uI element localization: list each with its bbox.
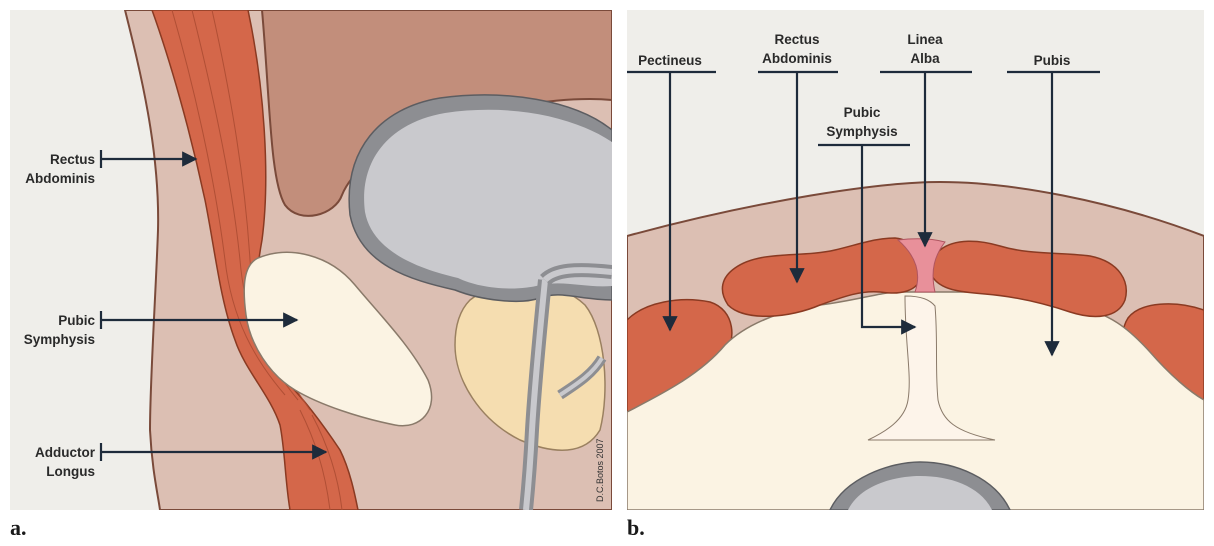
label-adductor-longus-1: Adductor — [35, 445, 96, 460]
label-pubic-symphysis-a-2: Symphysis — [24, 332, 95, 347]
artist-credit: D.C.Botos 2007 — [595, 438, 605, 502]
panel-b: Pectineus Rectus Abdominis Linea Alba Pu… — [625, 10, 1204, 510]
label-linea-alba-1: Linea — [907, 32, 943, 47]
label-pubic-symphysis-a-1: Pubic — [58, 313, 95, 328]
label-rectus-abdominis-b-1: Rectus — [774, 32, 819, 47]
label-rectus-abdominis-a-1: Rectus — [50, 152, 95, 167]
panel-b-letter: b. — [627, 515, 645, 540]
label-rectus-abdominis-b-2: Abdominis — [762, 51, 832, 66]
panel-a: Rectus Abdominis Pubic Symphysis Adducto… — [10, 10, 612, 510]
label-adductor-longus-2: Longus — [46, 464, 95, 479]
panel-a-letter: a. — [10, 515, 27, 540]
label-rectus-abdominis-a-2: Abdominis — [25, 171, 95, 186]
label-pubis: Pubis — [1034, 53, 1071, 68]
label-pectineus: Pectineus — [638, 53, 702, 68]
label-pubic-symphysis-b-2: Symphysis — [826, 124, 897, 139]
label-linea-alba-2: Alba — [910, 51, 940, 66]
label-pubic-symphysis-b-1: Pubic — [844, 105, 881, 120]
